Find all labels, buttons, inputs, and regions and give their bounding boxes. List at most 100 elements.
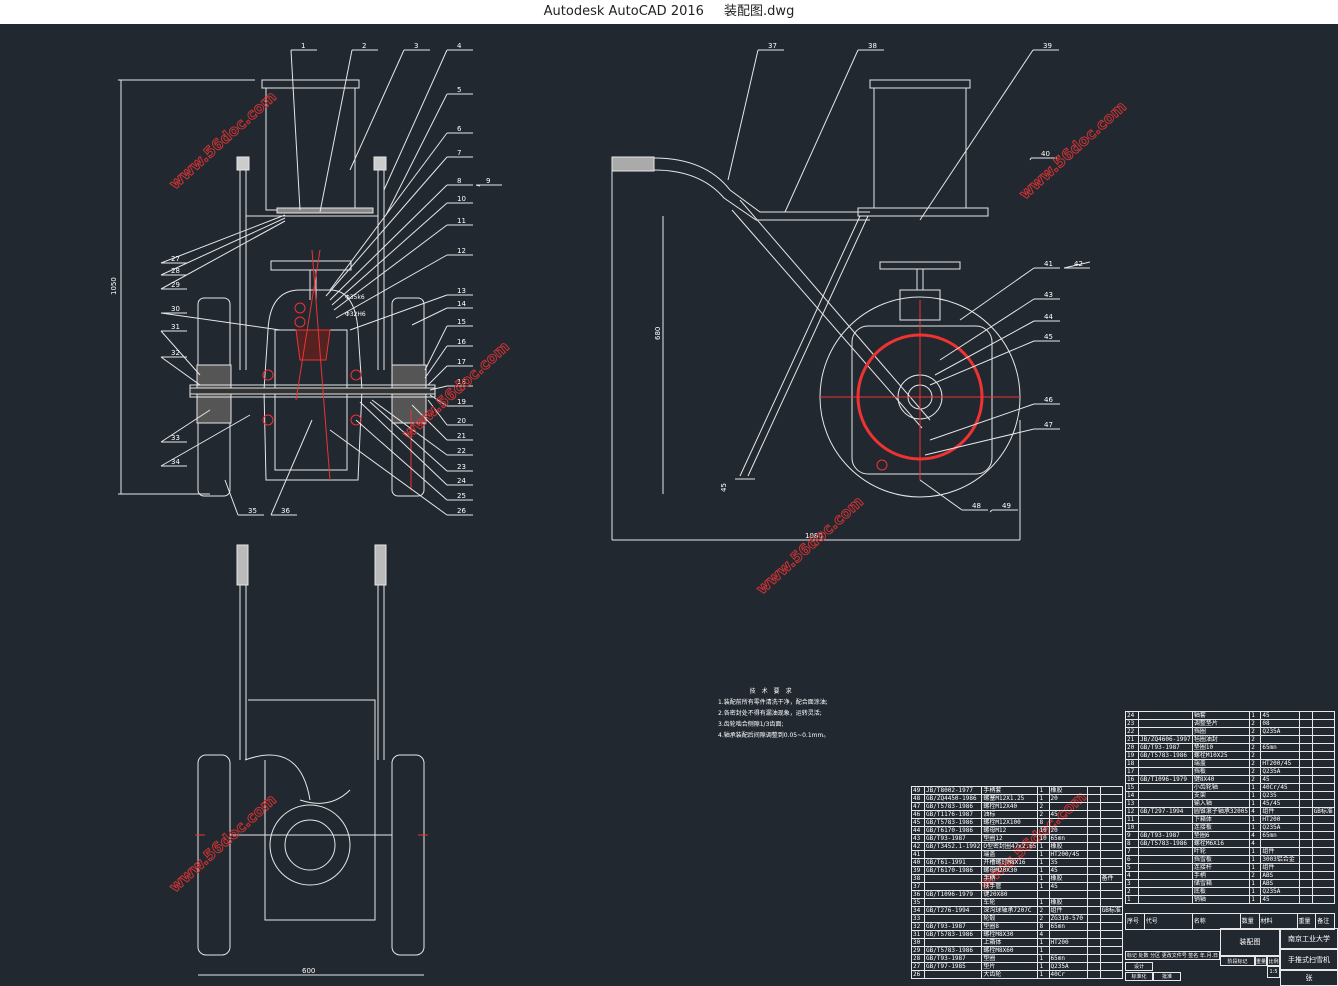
- part-material: 45/45: [1260, 799, 1300, 808]
- part-name: 螺栓M12X40: [981, 802, 1039, 811]
- callout-label: 10: [457, 195, 466, 203]
- part-no: 45: [910, 818, 926, 827]
- part-qty: 1: [1037, 786, 1050, 795]
- part-name: 键8X40: [1191, 775, 1251, 784]
- part-weight: [1298, 807, 1313, 816]
- part-weight: [1298, 791, 1313, 800]
- part-note: [1099, 786, 1124, 795]
- callout-leader: [329, 132, 448, 291]
- part-material: HT200/45: [1260, 759, 1300, 768]
- part-material: 橡胶: [1048, 786, 1088, 795]
- part-code: [1138, 759, 1193, 768]
- callout-leader: [160, 214, 286, 264]
- part-code: GB/T1096-1979: [924, 890, 983, 899]
- part-note: [1311, 871, 1336, 880]
- part-code: GB/T93-1987: [1138, 831, 1193, 840]
- part-qty: 2: [1037, 810, 1050, 819]
- part-weight: [1086, 938, 1101, 947]
- part-weight: [1086, 842, 1101, 851]
- part-note: [1099, 898, 1124, 907]
- part-material: Q235: [1260, 791, 1300, 800]
- part-code: GB/T93-1987: [1138, 743, 1193, 752]
- part-weight: [1086, 826, 1101, 835]
- part-material: Q235A: [1260, 727, 1300, 736]
- part-material: 08: [1260, 719, 1300, 728]
- part-weight: [1086, 834, 1101, 843]
- part-material: 组件: [1260, 863, 1300, 872]
- part-no: 46: [910, 810, 926, 819]
- part-name: 叶轮: [1191, 847, 1251, 856]
- part-material: 橡胶: [1048, 842, 1088, 851]
- part-note: [1099, 810, 1124, 819]
- part-note: [1311, 767, 1336, 776]
- part-code: GB/T1176-1987: [924, 810, 983, 819]
- callout-label: 21: [457, 432, 466, 440]
- part-code: [1138, 727, 1193, 736]
- part-no: 4: [1124, 871, 1140, 880]
- part-material: [1048, 818, 1088, 827]
- header-name: 名称: [1191, 913, 1241, 930]
- rev-headers: 标记 处数 分区 更改文件号 签名 年.月.日: [1125, 951, 1220, 960]
- tech-item: 1.装配前所有零件清洗干净，配合面涂油;: [718, 699, 828, 706]
- callout-leader: [331, 202, 448, 306]
- callout-leader: [727, 49, 759, 181]
- part-material: 20: [1048, 826, 1088, 835]
- callout-leader: [369, 401, 448, 472]
- part-qty: 1: [1249, 863, 1262, 872]
- technical-requirements: 技术要求 1.装配前所有零件清洗干净，配合面涂油; 2.各密封处不得有漏油现象，…: [718, 686, 829, 741]
- callout-leader: [429, 385, 448, 391]
- part-no: 31: [910, 930, 926, 939]
- part-material: HT200: [1048, 938, 1088, 947]
- part-note: [1099, 890, 1124, 899]
- callout-label: 18: [457, 378, 466, 386]
- callout-label: 49: [1002, 502, 1011, 510]
- part-no: 29: [910, 946, 926, 955]
- part-note: [1311, 727, 1336, 736]
- part-no: 28: [910, 954, 926, 963]
- part-note: [1311, 815, 1336, 824]
- part-no: 23: [1124, 719, 1140, 728]
- callout-label: 36: [281, 507, 290, 515]
- part-code: [1138, 879, 1193, 888]
- part-no: 42: [910, 842, 926, 851]
- callout-label: 4: [457, 42, 462, 50]
- part-no: 27: [910, 962, 926, 971]
- part-material: [1260, 839, 1300, 848]
- product-name: 手推式扫雪机: [1280, 949, 1338, 970]
- part-weight: [1086, 858, 1101, 867]
- part-code: [1138, 719, 1193, 728]
- part-weight: [1298, 775, 1313, 784]
- part-qty: 10: [1037, 826, 1050, 835]
- part-weight: [1298, 887, 1313, 896]
- callout-leader: [427, 365, 448, 386]
- part-note: [1311, 759, 1336, 768]
- callout-leader: [333, 224, 448, 311]
- part-weight: [1298, 879, 1313, 888]
- part-code: GB/T5783-1986: [924, 930, 983, 939]
- part-note: [1311, 743, 1336, 752]
- part-note: [1311, 855, 1336, 864]
- part-weight: [1086, 810, 1101, 819]
- part-material: [1048, 946, 1088, 955]
- part-material: 45: [1260, 895, 1300, 904]
- window-title-bar: Autodesk AutoCAD 2016 装配图.dwg: [0, 0, 1338, 24]
- callout-label: 26: [457, 507, 466, 515]
- part-note: [1311, 799, 1336, 808]
- dim-side-small: 45: [720, 483, 728, 492]
- callout-leader: [383, 49, 448, 191]
- callout-label: 8: [457, 177, 461, 185]
- part-weight: [1298, 839, 1313, 848]
- callout-label: 15: [457, 318, 466, 326]
- part-code: [1138, 863, 1193, 872]
- part-no: 13: [1124, 799, 1140, 808]
- dim-side-width: 1080: [805, 532, 823, 540]
